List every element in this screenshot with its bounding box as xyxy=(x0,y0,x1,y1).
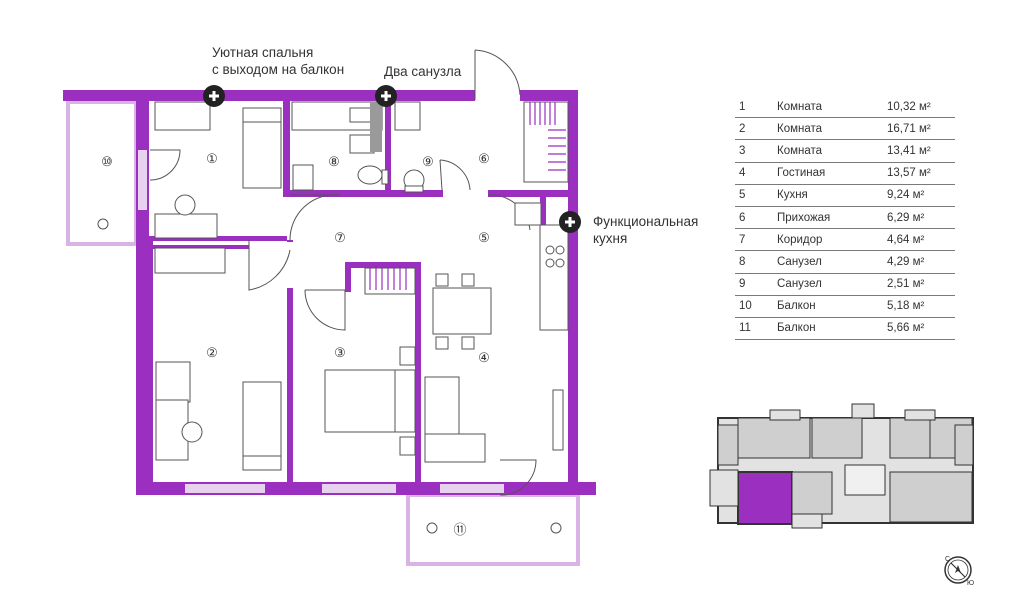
legend-room-area: 5,18 м² xyxy=(887,300,925,313)
callout-functional-kitchen: Функциональная кухня xyxy=(593,213,698,247)
legend-row: 3 Комната 13,41 м² xyxy=(735,140,955,163)
legend-room-name: Кухня xyxy=(777,189,808,202)
legend-row: 10 Балкон 5,18 м² xyxy=(735,296,955,318)
legend-room-name: Санузел xyxy=(777,278,822,291)
legend-room-area: 4,29 м² xyxy=(887,255,925,268)
room-label-4: ④ xyxy=(478,350,490,365)
legend-row: 4 Гостиная 13,57 м² xyxy=(735,163,955,185)
legend-room-area: 5,66 м² xyxy=(887,322,925,335)
hall-wardrobe-hatch xyxy=(369,102,566,290)
legend-room-name: Прихожая xyxy=(777,211,831,224)
legend-room-name: Балкон xyxy=(777,300,816,313)
legend-number: 11 xyxy=(739,322,751,335)
legend-room-name: Гостиная xyxy=(777,167,826,180)
windows xyxy=(138,150,504,493)
callout-bedroom-balcony: Уютная спальня с выходом на балкон xyxy=(212,44,344,78)
legend-number: 9 xyxy=(739,278,746,291)
legend-row: 8 Санузел 4,29 м² xyxy=(735,251,955,274)
legend-row: 9 Санузел 2,51 м² xyxy=(735,274,955,296)
room-label-11: ⑪ xyxy=(453,522,466,537)
room-label-9: ⑨ xyxy=(422,154,434,169)
legend-number: 2 xyxy=(739,122,746,135)
room-label-10: ⑩ xyxy=(101,154,113,169)
legend-row: 11 Балкон 5,66 м² xyxy=(735,318,955,341)
legend-room-area: 13,41 м² xyxy=(887,144,931,157)
legend-room-name: Балкон xyxy=(777,322,816,335)
legend-row: 2 Комната 16,71 м² xyxy=(735,118,955,141)
legend-room-area: 13,57 м² xyxy=(887,167,931,180)
legend-room-name: Санузел xyxy=(777,255,822,268)
balcony-10-drain xyxy=(97,218,109,230)
room-labels: ① ② ③ ④ ⑤ ⑥ ⑦ ⑧ ⑨ ⑩ ⑪ xyxy=(101,151,490,537)
room-label-7: ⑦ xyxy=(334,230,346,245)
plus-markers xyxy=(203,85,581,233)
legend-row: 5 Кухня 9,24 м² xyxy=(735,185,955,207)
callout-bedroom-line2: с выходом на балкон xyxy=(212,62,345,77)
compass-north: С xyxy=(945,556,950,563)
legend-room-area: 9,24 м² xyxy=(887,189,925,202)
compass-south: Ю xyxy=(967,580,974,587)
legend-room-area: 16,71 м² xyxy=(887,122,931,135)
balcony-11 xyxy=(406,493,580,566)
compass-icon: С Ю xyxy=(944,556,974,587)
legend-number: 10 xyxy=(739,300,752,313)
legend-room-area: 2,51 м² xyxy=(887,278,925,291)
legend-row: 1 Комната 10,32 м² xyxy=(735,96,955,119)
legend-number: 8 xyxy=(739,255,746,268)
room-label-2: ② xyxy=(206,345,218,360)
legend-number: 5 xyxy=(739,189,746,202)
room-label-5: ⑤ xyxy=(478,230,490,245)
legend-room-name: Комната xyxy=(777,122,823,135)
room-label-1: ① xyxy=(206,151,218,166)
legend-number: 3 xyxy=(739,144,746,157)
room-label-8: ⑧ xyxy=(328,154,340,169)
room-label-3: ③ xyxy=(334,345,346,360)
legend-number: 6 xyxy=(739,211,746,224)
interior-walls xyxy=(149,95,568,484)
legend-room-area: 6,29 м² xyxy=(887,211,925,224)
callout-bedroom-line1: Уютная спальня xyxy=(212,45,314,60)
bathroom-shower-panel xyxy=(370,102,382,152)
legend-row: 7 Коридор 4,64 м² xyxy=(735,229,955,252)
legend-room-area: 4,64 м² xyxy=(887,233,925,246)
callout-two-bathrooms: Два санузла xyxy=(384,64,462,79)
balcony-11-drain-left xyxy=(426,522,438,534)
legend-room-name: Комната xyxy=(777,144,823,157)
callout-kitchen-line2: кухня xyxy=(593,231,628,246)
legend-number: 4 xyxy=(739,167,746,180)
legend-room-name: Комната xyxy=(777,100,823,113)
legend-room-area: 10,32 м² xyxy=(887,100,931,113)
legend-row: 6 Прихожая 6,29 м² xyxy=(735,207,955,230)
balcony-11-drain-right xyxy=(550,522,562,534)
callout-kitchen-line1: Функциональная xyxy=(593,214,699,229)
legend-room-name: Коридор xyxy=(777,233,823,246)
legend-number: 7 xyxy=(739,233,746,246)
key-plan xyxy=(709,403,974,529)
balcony-10 xyxy=(66,100,138,246)
furniture xyxy=(154,101,569,471)
legend-number: 1 xyxy=(739,100,746,113)
room-label-6: ⑥ xyxy=(478,151,490,166)
